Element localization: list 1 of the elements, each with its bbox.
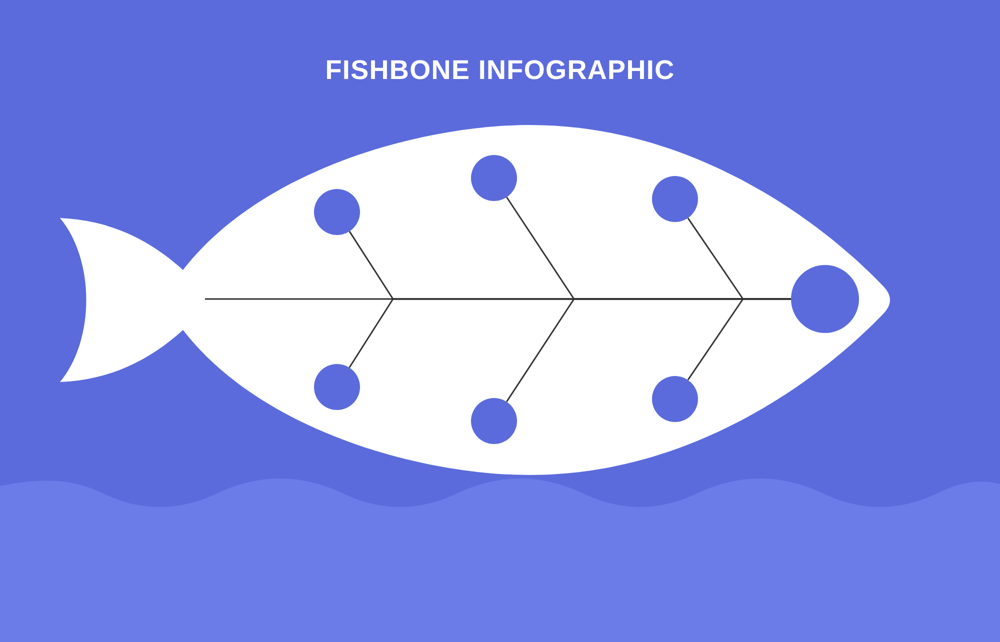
title: FISHBONE INFOGRAPHIC [324, 54, 676, 87]
